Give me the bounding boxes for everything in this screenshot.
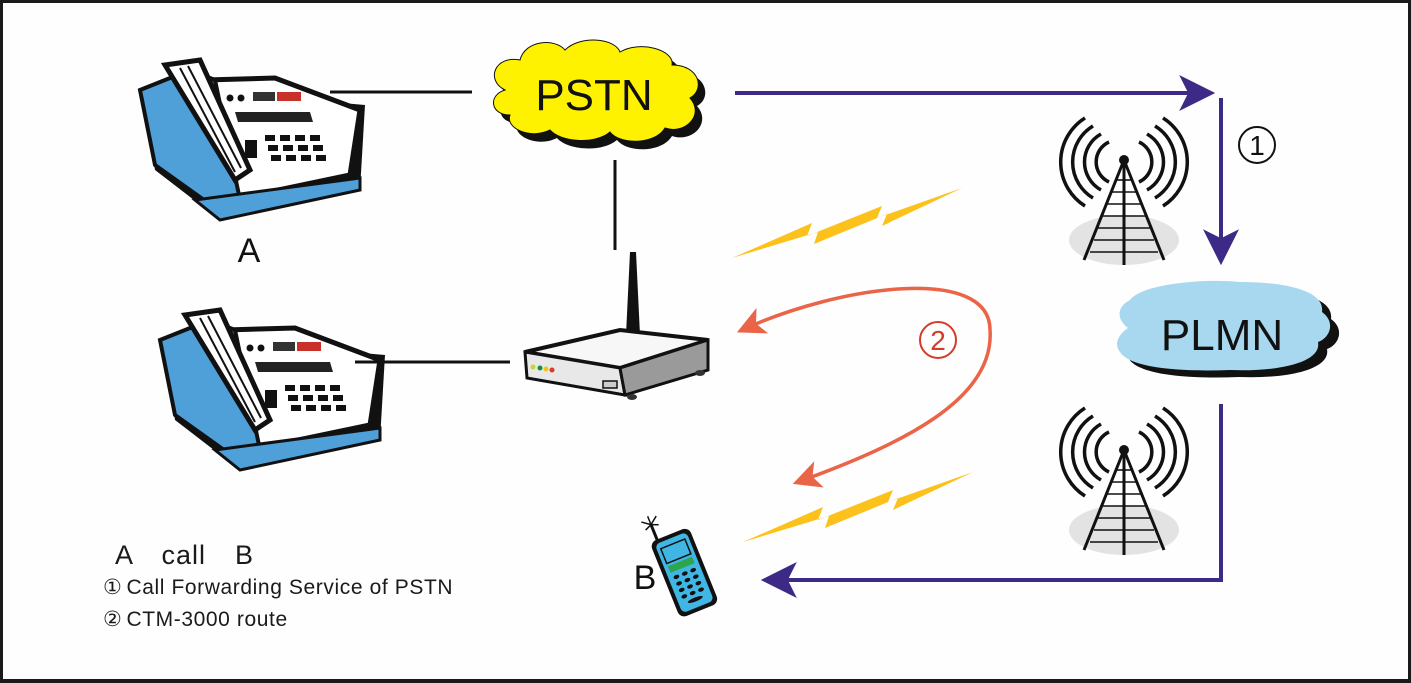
mobile-phone-icon: [641, 515, 718, 617]
route1-marker: [1238, 126, 1276, 164]
legend-text: CTM-3000 route: [126, 608, 288, 631]
legend-item: ① Call Forwarding Service of PSTN: [103, 572, 453, 604]
desk-phone-icon: [140, 60, 365, 220]
route2-mobile-arrow: [792, 329, 992, 488]
legend-marker: ①: [103, 576, 123, 599]
pstn-cloud-icon: [493, 39, 706, 150]
route2-marker: [919, 321, 957, 359]
svg-text:2: 2: [930, 325, 946, 356]
desk-phone-icon: [160, 310, 385, 470]
route1-mobile-arrow: [760, 404, 1223, 598]
radio-signal-icon: [743, 472, 973, 542]
legend-item: ② CTM-3000 route: [103, 604, 453, 636]
legend-title: A call B: [115, 540, 255, 570]
radio-signal-icon: [732, 188, 962, 258]
cell-tower-icon: [1058, 406, 1190, 557]
legend-marker: ②: [103, 608, 123, 631]
callee-b-label: B: [634, 559, 657, 597]
legend: A call B ① Call Forwarding Service of PS…: [103, 538, 453, 636]
legend-text: Call Forwarding Service of PSTN: [126, 576, 454, 599]
gateway-router-icon: [523, 252, 710, 400]
route2-gateway-arrow: [736, 286, 992, 334]
plmn-cloud-icon: [1117, 280, 1340, 378]
plmn-label: PLMN: [1161, 311, 1283, 360]
cell-tower-icon: [1058, 116, 1190, 267]
caller-a-label: A: [238, 232, 261, 270]
pstn-label: PSTN: [535, 71, 652, 120]
svg-text:1: 1: [1249, 130, 1265, 161]
